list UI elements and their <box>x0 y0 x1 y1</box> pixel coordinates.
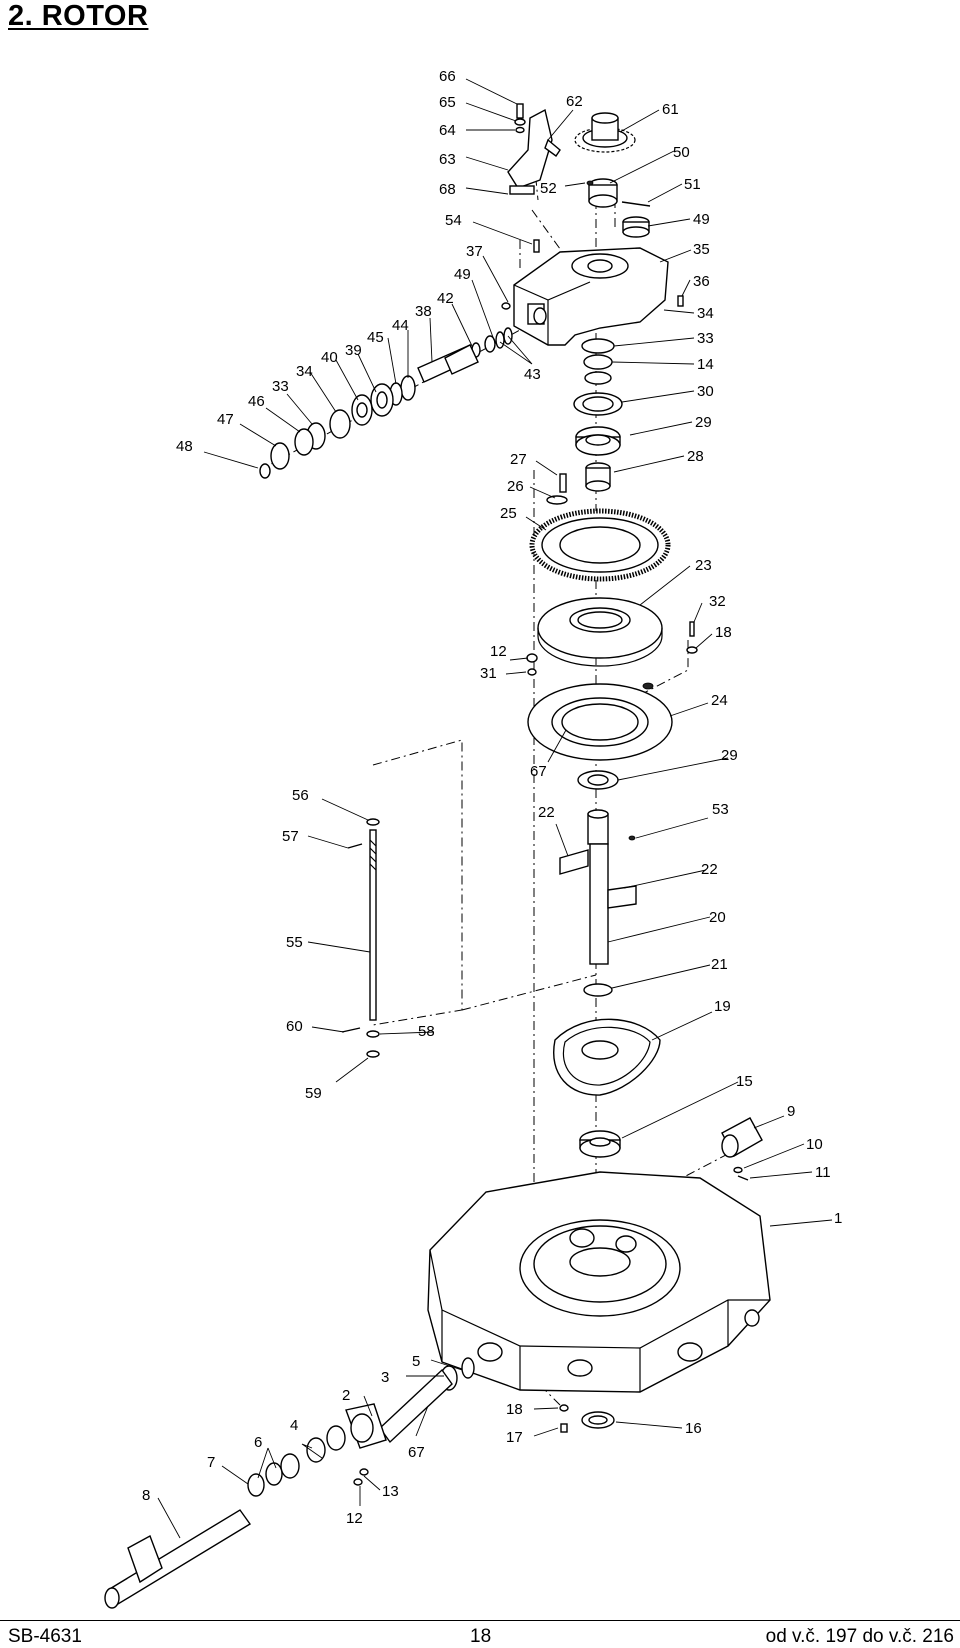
label-1: 1 <box>834 1210 842 1227</box>
page-title: 2. ROTOR <box>8 0 149 32</box>
label-7: 7 <box>207 1454 215 1471</box>
label-33b: 33 <box>272 378 289 395</box>
label-12a: 12 <box>490 643 507 660</box>
label-16: 16 <box>685 1420 702 1437</box>
label-34b: 34 <box>296 363 313 380</box>
label-27: 27 <box>510 451 527 468</box>
label-44: 44 <box>392 317 409 334</box>
label-14: 14 <box>697 356 714 373</box>
label-20: 20 <box>709 909 726 926</box>
label-68: 68 <box>439 181 456 198</box>
flange-24 <box>527 682 673 761</box>
label-65: 65 <box>439 94 456 111</box>
label-10: 10 <box>806 1136 823 1153</box>
label-54: 54 <box>445 212 462 229</box>
label-58: 58 <box>418 1023 435 1040</box>
label-49b: 49 <box>454 266 471 283</box>
top-bracket-assembly <box>507 103 553 253</box>
label-15: 15 <box>736 1073 753 1090</box>
label-49a: 49 <box>693 211 710 228</box>
shaft-55-assembly <box>341 818 380 1058</box>
fitting-9 <box>721 1117 763 1181</box>
footer-doc-number: SB-4631 <box>8 1626 82 1647</box>
label-28: 28 <box>687 448 704 465</box>
bearing-15 <box>579 1130 621 1158</box>
label-5: 5 <box>412 1353 420 1370</box>
label-31: 31 <box>480 665 497 682</box>
label-64: 64 <box>439 122 456 139</box>
label-18b: 18 <box>506 1401 523 1418</box>
label-9: 9 <box>787 1103 795 1120</box>
label-66: 66 <box>439 68 456 85</box>
label-35: 35 <box>693 241 710 258</box>
label-3: 3 <box>381 1369 389 1386</box>
label-42: 42 <box>437 290 454 307</box>
label-21: 21 <box>711 956 728 973</box>
plate-23 <box>526 597 698 676</box>
vertical-bearing-stack <box>546 338 623 505</box>
label-6: 6 <box>254 1434 262 1451</box>
footer-page-number: 18 <box>470 1626 492 1647</box>
label-29a: 29 <box>695 414 712 431</box>
drive-shaft-assembly <box>104 1357 475 1609</box>
label-37: 37 <box>466 243 483 260</box>
label-17: 17 <box>506 1429 523 1446</box>
label-33a: 33 <box>697 330 714 347</box>
label-18a: 18 <box>715 624 732 641</box>
footer-serial-range: od v.č. 197 do v.č. 216 <box>765 1626 954 1647</box>
main-housing <box>427 1171 771 1393</box>
sprocket-assembly <box>544 112 651 238</box>
label-32: 32 <box>709 593 726 610</box>
label-30: 30 <box>697 383 714 400</box>
label-39: 39 <box>345 342 362 359</box>
part-labels: 66 65 64 63 68 54 62 61 50 52 51 49 35 3… <box>142 68 842 1527</box>
leader-lines <box>157 78 833 1539</box>
bottom-seal <box>559 1404 615 1433</box>
label-46: 46 <box>248 393 265 410</box>
label-47: 47 <box>217 411 234 428</box>
label-57: 57 <box>282 828 299 845</box>
label-67a: 67 <box>530 763 547 780</box>
label-60: 60 <box>286 1018 303 1035</box>
label-12b: 12 <box>346 1510 363 1527</box>
label-25: 25 <box>500 505 517 522</box>
gearbox-housing <box>501 247 684 346</box>
label-2: 2 <box>342 1387 350 1404</box>
label-59: 59 <box>305 1085 322 1102</box>
footer-divider <box>0 1620 960 1621</box>
label-26: 26 <box>507 478 524 495</box>
label-4: 4 <box>290 1417 298 1434</box>
label-34a: 34 <box>697 305 714 322</box>
label-56: 56 <box>292 787 309 804</box>
label-55: 55 <box>286 934 303 951</box>
main-shaft-assembly <box>559 770 637 997</box>
label-29b: 29 <box>721 747 738 764</box>
label-8: 8 <box>142 1487 150 1504</box>
label-63: 63 <box>439 151 456 168</box>
label-38: 38 <box>415 303 432 320</box>
label-22b: 22 <box>701 861 718 878</box>
label-36: 36 <box>693 273 710 290</box>
label-19: 19 <box>714 998 731 1015</box>
input-shaft-assembly <box>259 327 513 479</box>
label-13: 13 <box>382 1483 399 1500</box>
ring-gear <box>529 508 671 582</box>
label-40: 40 <box>321 349 338 366</box>
cam-19 <box>553 1018 661 1096</box>
label-51: 51 <box>684 176 701 193</box>
label-67b: 67 <box>408 1444 425 1461</box>
label-62: 62 <box>566 93 583 110</box>
label-61: 61 <box>662 101 679 118</box>
label-45: 45 <box>367 329 384 346</box>
label-24: 24 <box>711 692 728 709</box>
label-43: 43 <box>524 366 541 383</box>
label-22a: 22 <box>538 804 555 821</box>
label-11: 11 <box>815 1164 831 1181</box>
label-50: 50 <box>673 144 690 161</box>
label-53: 53 <box>712 801 729 818</box>
label-52: 52 <box>540 180 557 197</box>
label-48: 48 <box>176 438 193 455</box>
label-23: 23 <box>695 557 712 574</box>
